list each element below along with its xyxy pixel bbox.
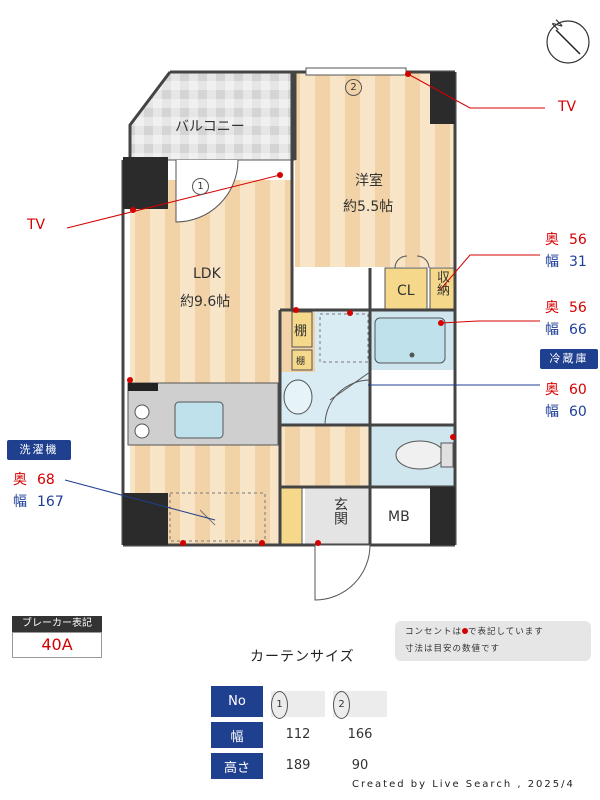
width-key: 幅 — [545, 404, 559, 420]
tv-label-left: TV — [27, 217, 46, 233]
depth-key: 奥 — [545, 300, 559, 316]
depth-key: 奥 — [545, 382, 559, 398]
curtain-height-1: 189 — [285, 758, 311, 773]
compass — [546, 20, 590, 64]
western-name-label: 洋室 — [355, 173, 383, 189]
washroom-floor — [315, 310, 370, 425]
stove-burner — [134, 423, 150, 439]
kitchen-sink — [174, 401, 224, 439]
hall-door — [324, 379, 371, 426]
curtain-table: No 1 2 幅 112 166 高さ 189 90 — [211, 681, 387, 784]
width-key: 幅 — [545, 254, 559, 270]
shelf-small-box — [291, 349, 313, 371]
width-value: 66 — [569, 322, 587, 338]
note-line1-post: で表記しています — [468, 627, 544, 637]
storage-box — [429, 267, 456, 311]
washer-spec: 奥 68 幅 167 — [13, 469, 64, 513]
tv-label-right: TV — [558, 99, 577, 115]
depth-value: 56 — [569, 300, 587, 316]
ldk-name-label: LDK — [193, 266, 221, 282]
storage-label: 収納 — [434, 270, 449, 296]
depth-value: 68 — [37, 472, 55, 488]
closet-spec: 奥 56 幅 66 — [545, 297, 587, 341]
washer-title: 洗濯機 — [7, 440, 71, 460]
balcony-label: バルコニー — [175, 119, 245, 135]
breaker-title: ブレーカー表記 — [12, 616, 102, 632]
bath-drain — [409, 352, 415, 358]
leader-lines — [64, 73, 545, 521]
cl-closet — [384, 267, 428, 311]
window-marker-1: 1 — [192, 178, 209, 195]
breaker-value: 40A — [12, 632, 102, 658]
wash-basin — [283, 379, 313, 415]
width-value: 31 — [569, 254, 587, 270]
shelf-label: 棚 — [294, 324, 308, 339]
toilet-bowl — [395, 440, 445, 470]
shelf-small-label: 棚 — [296, 357, 306, 367]
curtain-no-2: 2 — [333, 691, 350, 719]
toilet-tank — [440, 442, 454, 468]
curtain-header-no: No — [211, 686, 263, 717]
western-room-floor — [295, 72, 455, 267]
stove-burner — [134, 404, 150, 420]
outlet-note: コンセントはで表記しています 寸法は目安の数値です — [395, 621, 591, 661]
ldk-size-label: 約9.6帖 — [180, 294, 231, 310]
table-row: No 1 2 — [211, 686, 387, 719]
depth-key: 奥 — [13, 472, 27, 488]
width-value: 167 — [37, 494, 64, 510]
shelf-box — [291, 311, 313, 348]
curtain-title: カーテンサイズ — [250, 649, 355, 665]
depth-value: 56 — [569, 232, 587, 248]
shoe-shelf — [279, 486, 303, 546]
entrance-label: 玄関 — [332, 497, 348, 525]
pillar — [123, 493, 168, 545]
width-value: 60 — [569, 404, 587, 420]
curtain-width-2: 166 — [347, 727, 373, 742]
pillar — [123, 157, 168, 209]
window-marker-2: 2 — [345, 79, 362, 96]
entrance-floor — [305, 487, 370, 545]
pillar — [430, 487, 455, 545]
closet-door — [394, 255, 430, 269]
breaker-box: ブレーカー表記 40A — [12, 616, 102, 658]
curtain-width-1: 112 — [285, 727, 311, 742]
western-size-label: 約5.5帖 — [343, 199, 394, 215]
mb-label: MB — [388, 509, 410, 525]
outlet-dot-icon — [462, 628, 469, 634]
fridge-title: 冷蔵庫 — [540, 349, 598, 369]
storage-spec: 奥 56 幅 31 — [545, 229, 587, 273]
note-line2: 寸法は目安の数値です — [405, 644, 501, 654]
width-key: 幅 — [545, 322, 559, 338]
entrance-door-swing — [314, 544, 371, 601]
curtain-height-2: 90 — [351, 758, 369, 773]
table-row: 高さ 189 90 — [211, 753, 387, 779]
window — [305, 67, 407, 76]
depth-key: 奥 — [545, 232, 559, 248]
corridor-floor — [280, 425, 370, 487]
ldk-floor — [130, 180, 292, 545]
bathtub — [374, 317, 446, 364]
curtain-no-1: 1 — [271, 691, 288, 719]
credit-text: Created by Live Search , 2025/4 — [352, 779, 575, 790]
depth-value: 60 — [569, 382, 587, 398]
fridge-spec: 奥 60 幅 60 — [545, 379, 587, 423]
fridge-space — [319, 313, 369, 363]
table-row: 幅 112 166 — [211, 722, 387, 748]
curtain-header-height: 高さ — [211, 753, 263, 779]
width-key: 幅 — [13, 494, 27, 510]
cl-label: CL — [397, 283, 415, 299]
note-line1-pre: コンセントは — [405, 627, 463, 637]
curtain-header-width: 幅 — [211, 722, 263, 748]
